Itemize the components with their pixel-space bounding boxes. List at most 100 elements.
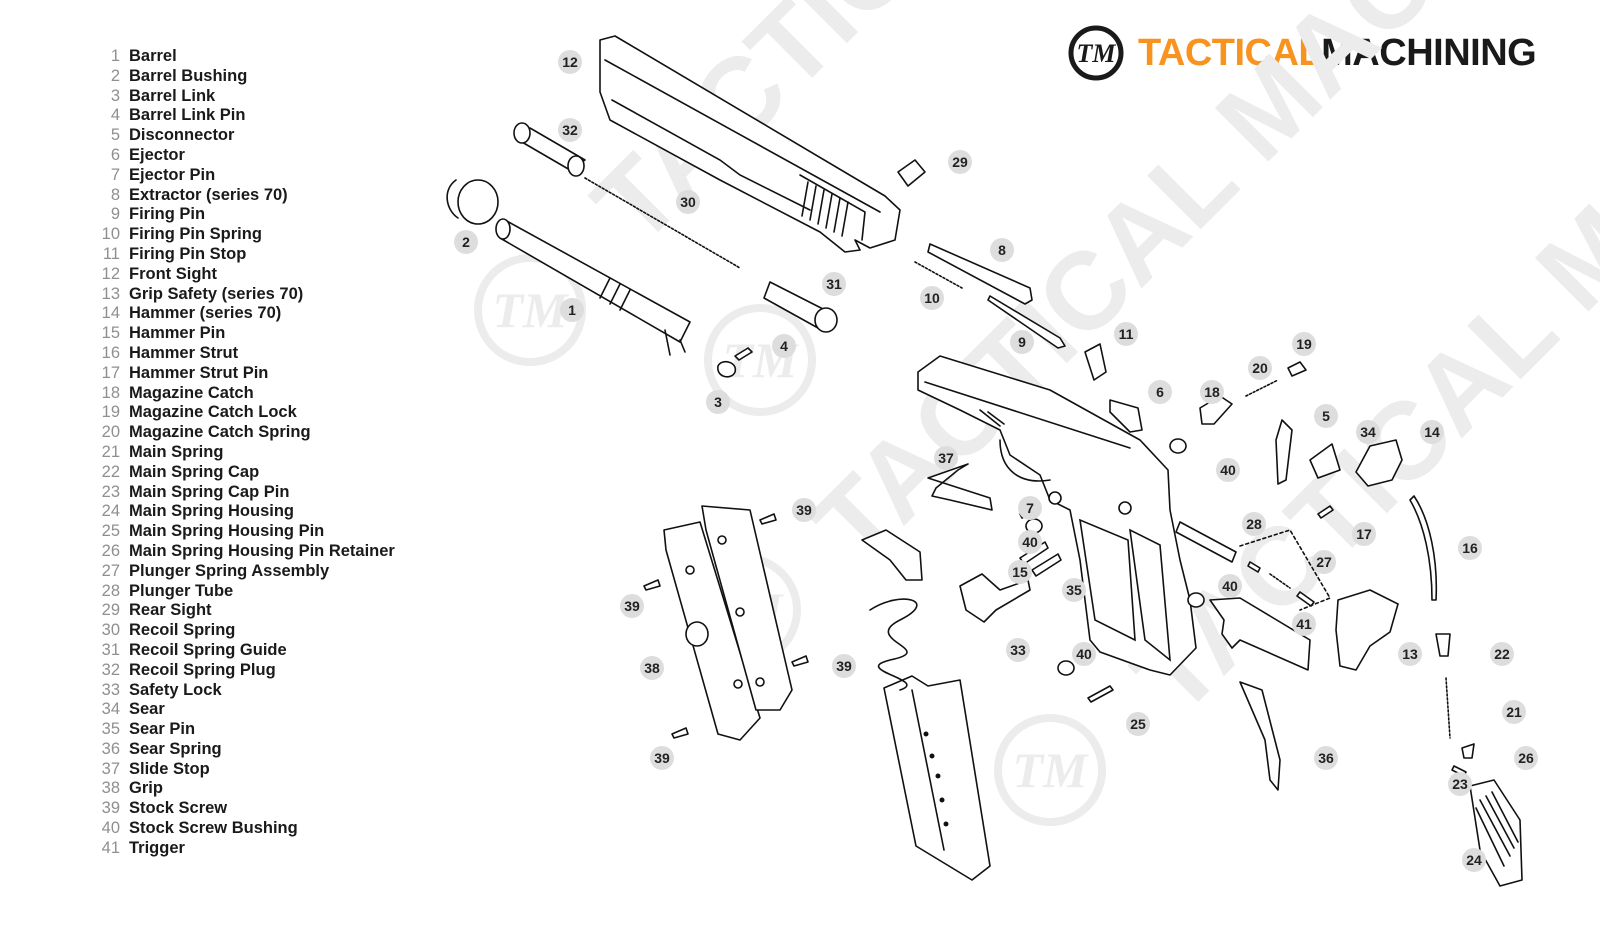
part-name: Sear Spring — [129, 739, 222, 758]
svg-text:35: 35 — [1066, 582, 1082, 598]
callout-25: 25 — [1126, 712, 1150, 736]
part-number: 20 — [101, 423, 120, 442]
part-stock-screw — [671, 727, 689, 739]
part-number: 7 — [110, 165, 120, 184]
part-number: 38 — [101, 779, 120, 798]
svg-text:17: 17 — [1356, 526, 1372, 542]
part-name: Barrel — [129, 47, 177, 65]
svg-text:15: 15 — [1012, 564, 1028, 580]
svg-text:33: 33 — [1010, 642, 1026, 658]
callout-23: 23 — [1448, 772, 1472, 796]
callout-14: 14 — [1420, 420, 1444, 444]
callout-22: 22 — [1490, 642, 1514, 666]
part-number: 39 — [101, 799, 120, 818]
callout-37: 37 — [934, 446, 958, 470]
svg-text:13: 13 — [1402, 646, 1418, 662]
part-stock-screw-bushing — [1187, 592, 1205, 608]
svg-text:31: 31 — [826, 276, 842, 292]
part-name: Recoil Spring — [129, 621, 236, 640]
svg-text:30: 30 — [680, 194, 696, 210]
callout-31: 31 — [822, 272, 846, 296]
part-main-spring — [1445, 677, 1451, 739]
callout-15: 15 — [1008, 560, 1032, 584]
part-name: Plunger Spring Assembly — [129, 561, 330, 580]
part-number: 21 — [101, 442, 120, 461]
part-plunger-tube — [1175, 521, 1237, 563]
part-number: 35 — [101, 720, 120, 739]
part-barrel-link-pin — [734, 347, 753, 361]
callout-2: 2 — [454, 230, 478, 254]
part-name: Hammer (series 70) — [129, 304, 282, 323]
callout-40: 40 — [1216, 458, 1240, 482]
part-firing-pin — [987, 295, 1066, 349]
part-number: 14 — [101, 304, 120, 323]
part-main-spring-housing — [1469, 779, 1523, 887]
part-grip — [663, 521, 761, 741]
part-number: 8 — [110, 185, 120, 204]
svg-text:TM: TM — [493, 282, 570, 338]
part-sear-spring — [1239, 681, 1281, 791]
part-number: 18 — [101, 383, 120, 402]
part-name: Trigger — [129, 838, 185, 857]
part-name: Front Sight — [129, 264, 217, 283]
svg-text:25: 25 — [1130, 716, 1146, 732]
svg-text:24: 24 — [1466, 852, 1482, 868]
part-number: 10 — [101, 225, 120, 244]
part-number: 25 — [101, 522, 120, 541]
part-name: Rear Sight — [129, 601, 212, 620]
part-name: Disconnector — [129, 126, 235, 145]
svg-text:23: 23 — [1452, 776, 1468, 792]
callout-35: 35 — [1062, 578, 1086, 602]
svg-text:3: 3 — [714, 394, 722, 410]
callout-39: 39 — [650, 746, 674, 770]
callout-labels: 12 32 29 30 2 8 31 10 1 4 11 9 19 3 20 6… — [454, 50, 1538, 872]
part-name: Ejector — [129, 145, 185, 164]
part-name: Slide Stop — [129, 759, 210, 778]
part-name: Firing Pin — [129, 205, 206, 224]
part-name: Magazine Catch Lock — [129, 403, 297, 422]
brand-logo: TM TACTICALMACHINING — [1068, 22, 1537, 84]
part-name: Main Spring Housing — [129, 502, 294, 521]
callout-39: 39 — [620, 594, 644, 618]
part-number: 31 — [101, 640, 120, 659]
part-disconnector — [1275, 419, 1293, 485]
svg-text:5: 5 — [1322, 408, 1330, 424]
part-plunger-spring-assembly — [1239, 529, 1332, 611]
brand-name-part1: TACTICAL — [1138, 31, 1322, 74]
part-stock-screw — [643, 579, 661, 591]
callout-34: 34 — [1356, 420, 1380, 444]
part-hammer-strut — [1409, 495, 1438, 601]
part-number: 9 — [110, 205, 120, 224]
part-name: Stock Screw — [129, 799, 228, 818]
callout-5: 5 — [1314, 404, 1338, 428]
svg-text:40: 40 — [1220, 462, 1236, 478]
part-magazine — [883, 675, 991, 881]
brand-name-part2: MACHINING — [1321, 31, 1537, 74]
part-recoil-spring-plug — [513, 122, 586, 177]
part-stock-screw — [791, 655, 809, 667]
svg-text:11: 11 — [1119, 326, 1134, 342]
svg-text:16: 16 — [1462, 540, 1478, 556]
part-name: Main Spring Housing Pin — [129, 522, 325, 541]
part-main-spring-cap — [1435, 633, 1451, 657]
callout-40: 40 — [1018, 530, 1042, 554]
svg-text:1: 1 — [568, 302, 576, 318]
callout-21: 21 — [1502, 700, 1526, 724]
part-hammer-strut-pin — [1317, 505, 1334, 519]
part-name: Barrel Bushing — [129, 66, 248, 85]
